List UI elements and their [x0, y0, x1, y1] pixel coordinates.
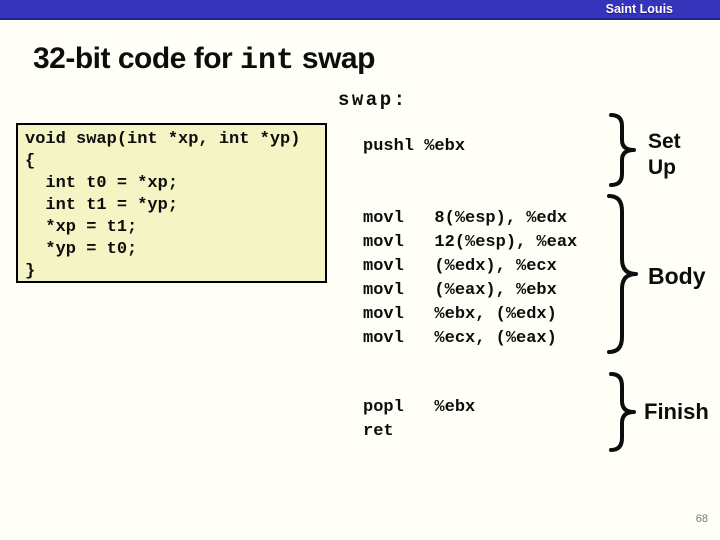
asm-finish-code: popl %ebx ret [363, 398, 476, 441]
body-group-label: Body [648, 263, 706, 289]
c-code-box: void swap(int *xp, int *yp) { int t0 = *… [16, 123, 327, 283]
assembly-function-label: swap: [338, 89, 408, 111]
slide-title: 32-bit code for int swap [33, 42, 375, 78]
setup-group-label: Set Up [648, 130, 681, 179]
page-number: 68 [695, 513, 708, 525]
setup-brace-icon [609, 113, 636, 187]
finish-brace-icon [609, 372, 636, 452]
asm-setup-code: pushl %ebx [363, 137, 466, 156]
title-suffix: swap [294, 42, 376, 75]
title-prefix: 32-bit code for [33, 42, 241, 75]
title-keyword: int [240, 44, 295, 78]
header-banner: Saint Louis [0, 0, 720, 20]
asm-body-code: movl 8(%esp), %edx movl 12(%esp), %eax m… [363, 209, 578, 348]
body-brace-icon [607, 194, 638, 354]
finish-group-label: Finish [644, 399, 709, 424]
institution-name: Saint Louis [605, 2, 673, 16]
